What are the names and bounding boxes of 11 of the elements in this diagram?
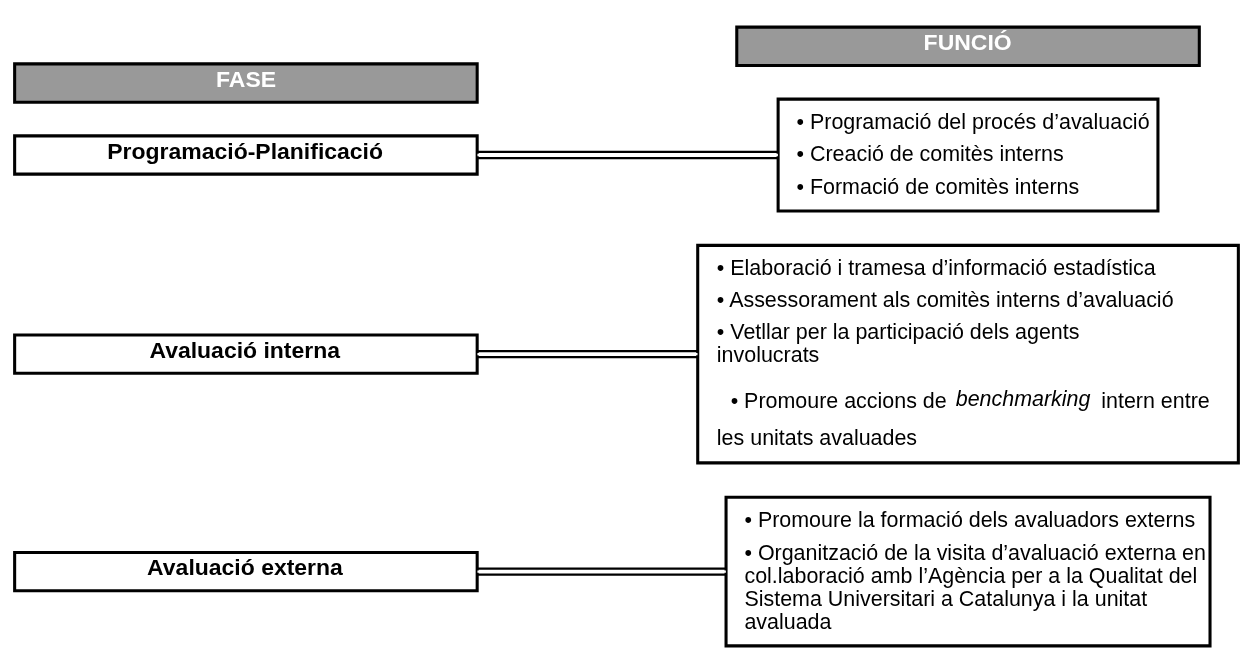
node-box: FUNCIÓ — [735, 25, 1201, 67]
node-box: Avaluació interna — [13, 332, 479, 375]
node-box: • Promoure la formació dels avaluadors externs • Organització de la visita d’avaluació externa en col.laboració amb l’Agència per a la Qualitat del Sistema Universitari a Catalunya i la unitat avaluada — [724, 495, 1212, 647]
node-box: FASE — [13, 61, 479, 104]
node-box: • Elaboració i tramesa d’informació estadística • Assessorament als comitès interns d’avaluació • Vetllar per la participació dels agents involucrats • Promoure accions de benchmarking intern entre les unitats avaluades — [696, 243, 1240, 464]
node-box: Avaluació externa — [13, 550, 479, 592]
connector — [477, 150, 778, 159]
node-box: • Programació del procés d’avaluació • Creació de comitès interns • Formació de comitès interns — [776, 97, 1160, 212]
connector — [477, 566, 726, 576]
connector — [477, 349, 698, 358]
node-box: Programació-Planificació — [13, 133, 479, 176]
